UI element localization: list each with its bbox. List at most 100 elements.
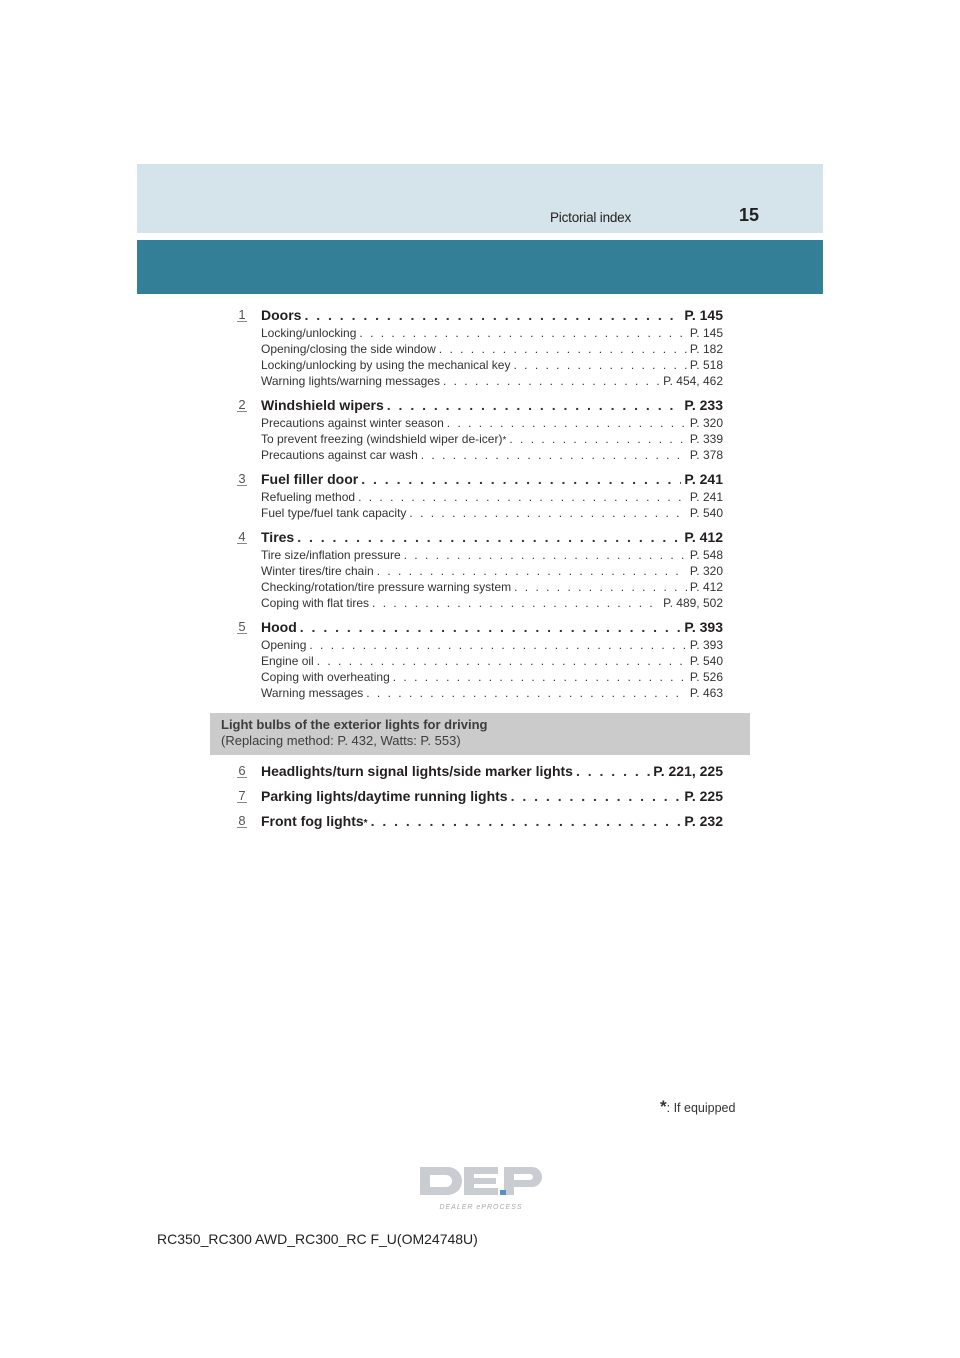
dot-leader: . . . . . . . . . . . . . . . . . . . . …	[420, 448, 687, 462]
subitem: Coping with overheating. . . . . . . . .…	[261, 669, 723, 685]
subitem: Refueling method. . . . . . . . . . . . …	[261, 489, 723, 505]
subitem: Precautions against car wash. . . . . . …	[261, 447, 723, 463]
subitem-page: P. 454, 462	[663, 374, 723, 388]
dot-leader: . . . . . . . . . . . . . . . . . . . . …	[299, 619, 682, 635]
subitem-label: Coping with overheating	[261, 670, 390, 684]
dot-leader: . . . . . . . . . . . . . . . . . . . . …	[372, 596, 660, 610]
item-title: Fuel filler door. . . . . . . . . . . . …	[261, 470, 723, 489]
subitem: Tire size/inflation pressure. . . . . . …	[261, 547, 723, 563]
subitem: To prevent freezing (windshield wiper de…	[261, 432, 723, 446]
item-number: 3	[237, 471, 247, 486]
header-band	[137, 164, 823, 233]
item-title-page: P. 232	[684, 813, 723, 829]
item-number: 1	[237, 307, 247, 322]
item-number: 2	[237, 397, 247, 412]
subitem-label: Coping with flat tires	[261, 596, 370, 610]
logo-tagline: DEALER ePROCESS	[439, 1204, 522, 1211]
dot-leader: . . . . . . . . . . . . . . . . . . . . …	[514, 580, 687, 594]
subitem-label: Winter tires/tire chain	[261, 564, 374, 578]
subitem-page: P. 320	[689, 564, 723, 578]
subitem: Warning lights/warning messages. . . . .…	[261, 373, 723, 389]
dot-leader: . . . . . . . . . . . . . . . . . . . . …	[297, 529, 681, 545]
subitem-page: P. 526	[689, 670, 723, 684]
item-title-page: P. 145	[684, 307, 723, 323]
subitem: Opening. . . . . . . . . . . . . . . . .…	[261, 637, 723, 653]
item-title-page: P. 221, 225	[653, 763, 723, 779]
subitem: Fuel type/fuel tank capacity. . . . . . …	[261, 505, 723, 521]
subitem: Checking/rotation/tire pressure warning …	[261, 579, 723, 595]
subitem: Locking/unlocking. . . . . . . . . . . .…	[261, 325, 723, 341]
dot-leader: . . . . . . . . . . . . . . . . . . . . …	[513, 358, 686, 372]
subitem-page: P. 540	[689, 506, 723, 520]
subitem-label: Precautions against car wash	[261, 448, 418, 462]
subitem-label: Engine oil	[261, 654, 314, 668]
subitem-label: Locking/unlocking	[261, 326, 357, 340]
subitem-label: To prevent freezing (windshield wiper de…	[261, 432, 503, 446]
dot-leader: . . . . . . . . . . . . . . . . . . . . …	[409, 506, 686, 520]
item-title-label: Hood	[261, 619, 297, 635]
item-title-page: P. 393	[684, 619, 723, 635]
subitem-page: P. 548	[689, 548, 723, 562]
dot-leader: . . . . . . . . . . . . . . . . . . . . …	[304, 307, 681, 323]
light-bulbs-heading: Light bulbs of the exterior lights for d…	[221, 717, 488, 732]
subitem-label: Tire size/inflation pressure	[261, 548, 401, 562]
footnote-text: : If equipped	[666, 1101, 736, 1115]
light-bulbs-banner: Light bulbs of the exterior lights for d…	[210, 713, 750, 755]
item-title-label: Fuel filler door	[261, 471, 359, 487]
dot-leader: . . . . . . . . . . . . . . . . . . . . …	[575, 763, 650, 779]
item-title-page: P. 225	[684, 788, 723, 804]
subitem-page: P. 540	[689, 654, 723, 668]
item-title-label: Headlights/turn signal lights/side marke…	[261, 763, 573, 779]
dot-leader: . . . . . . . . . . . . . . . . . . . . …	[370, 813, 682, 829]
item-title: Doors. . . . . . . . . . . . . . . . . .…	[261, 306, 723, 325]
dot-leader: . . . . . . . . . . . . . . . . . . . . …	[442, 374, 660, 388]
model-code: RC350_RC300 AWD_RC300_RC F_U(OM24748U)	[157, 1231, 478, 1247]
dot-leader: . . . . . . . . . . . . . . . . . . . . …	[358, 490, 687, 504]
dot-leader: . . . . . . . . . . . . . . . . . . . . …	[361, 471, 681, 487]
item-title-page: P. 233	[684, 397, 723, 413]
subitem-label: Locking/unlocking by using the mechanica…	[261, 358, 511, 372]
subitem: Locking/unlocking by using the mechanica…	[261, 357, 723, 373]
subitem-page: P. 518	[689, 358, 723, 372]
subitem-page: P. 412	[689, 580, 723, 594]
dot-leader: . . . . . . . . . . . . . . . . . . . . …	[438, 342, 687, 356]
subitem: Coping with flat tires. . . . . . . . . …	[261, 595, 723, 611]
subitem-label: Refueling method	[261, 490, 356, 504]
subitem-page: P. 393	[689, 638, 723, 652]
subitem-label: Opening/closing the side window	[261, 342, 436, 356]
subitem: Opening/closing the side window. . . . .…	[261, 341, 723, 357]
dot-leader: . . . . . . . . . . . . . . . . . . . . …	[392, 670, 687, 684]
dot-leader: . . . . . . . . . . . . . . . . . . . . …	[446, 416, 687, 430]
dot-leader: . . . . . . . . . . . . . . . . . . . . …	[509, 432, 686, 446]
item-title-label: Parking lights/daytime running lights	[261, 788, 508, 804]
subitem-label: Precautions against winter season	[261, 416, 444, 430]
subitem-page: P. 182	[689, 342, 723, 356]
page-number: 15	[739, 205, 760, 225]
index-item: 2 Windshield wipers. . . . . . . . . . . …	[231, 396, 723, 463]
dot-leader: . . . . . . . . . . . . . . . . . . . . …	[316, 654, 687, 668]
item-title: Windshield wipers. . . . . . . . . . . .…	[261, 396, 723, 415]
subitem-label: Warning messages	[261, 686, 364, 700]
item-title: Front fog lights*. . . . . . . . . . . .…	[261, 813, 723, 829]
subitem-page: P. 378	[689, 448, 723, 462]
asterisk-icon: *	[660, 1097, 667, 1116]
section-title: Pictorial index	[550, 210, 632, 225]
dot-leader: . . . . . . . . . . . . . . . . . . . . …	[359, 326, 686, 340]
item-number: 4	[237, 529, 247, 544]
subitem: Winter tires/tire chain. . . . . . . . .…	[261, 563, 723, 579]
subitem: Engine oil. . . . . . . . . . . . . . . …	[261, 653, 723, 669]
dot-leader: . . . . . . . . . . . . . . . . . . . . …	[403, 548, 687, 562]
header-accent-band	[137, 240, 823, 294]
subitem: Precautions against winter season. . . .…	[261, 415, 723, 431]
item-title-label: Doors	[261, 307, 302, 323]
subitem-label: Checking/rotation/tire pressure warning …	[261, 580, 512, 594]
subitem: Warning messages. . . . . . . . . . . . …	[261, 685, 723, 701]
